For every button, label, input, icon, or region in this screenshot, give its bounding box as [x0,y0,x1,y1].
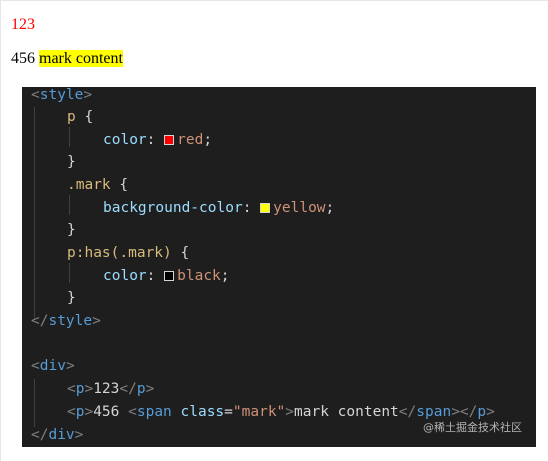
code-token: class [180,404,225,420]
indent-guide [69,263,70,283]
black-color-swatch-icon[interactable] [164,271,175,281]
code-token: div [39,358,66,374]
indent-guide [34,379,35,427]
code-line: } [67,288,76,308]
code-token: < [31,87,40,103]
page-top-border [0,0,548,1]
code-token: } [67,222,76,238]
code-token: 456 [93,404,129,420]
code-token: 123 [93,381,120,397]
code-line: background-color: yellow; [103,198,334,218]
code-token: p [75,381,85,397]
code-line: color: black; [103,266,230,286]
code-line: } [67,220,76,240]
code-token: < [67,404,76,420]
code-token: p [477,404,487,420]
code-line: <style> [31,87,92,105]
code-token: ; [325,200,335,216]
indent-guide [34,107,35,319]
code-token: </ [31,427,49,443]
yellow-color-swatch-icon[interactable] [260,203,271,213]
watermark: @稀土掘金技术社区 [423,421,522,434]
code-token: > [486,404,495,420]
code-token: ; [203,132,213,148]
code-token: > [451,404,460,420]
code-token: color [103,132,147,148]
code-token: = [224,404,233,420]
page-left-border [0,0,1,461]
code-token: > [285,404,295,420]
indent-guide [69,195,70,215]
rendered-mark-span: mark content [39,50,123,67]
rendered-paragraph-1-text: 123 [11,16,35,33]
code-token: p [67,109,76,125]
code-token: > [74,427,84,443]
code-token: > [92,313,101,329]
code-token: { [75,109,94,125]
code-token: span [416,404,452,420]
code-line: color: red; [103,130,212,150]
indent-guide [69,127,70,147]
code-line: <div> [31,356,75,376]
code-token: > [145,381,155,397]
code-token: < [67,381,76,397]
code-line: p { [67,107,93,127]
code-token: .mark [67,177,111,193]
code-line: <p>456 <span class="mark">mark content</… [67,402,495,422]
code-token: style [48,313,93,329]
code-token: "mark" [232,404,286,420]
code-token: yellow [273,200,326,216]
code-token: </ [31,313,49,329]
code-token: > [83,87,93,103]
code-token: p:has(.mark) [67,245,172,261]
code-token: </ [459,404,478,420]
code-token: red [177,132,204,148]
code-token: < [31,358,40,374]
code-block: <style> p { color: red; } .mark { backgr… [22,87,536,447]
rendered-paragraph-2-text: 456 [11,50,39,67]
code-token: > [84,381,94,397]
code-token: < [128,404,137,420]
code-token: mark content [294,404,399,420]
code-token: background-color [103,200,243,216]
code-token: color [103,268,147,284]
rendered-paragraph-2: 456 mark content [11,49,123,69]
code-line: .mark { [67,175,128,195]
code-token: : [146,132,165,148]
code-token: </ [119,381,137,397]
code-token: } [67,154,76,170]
code-token: } [67,290,76,306]
code-token: </ [398,404,417,420]
code-token: span [136,404,172,420]
code-line: <p>123</p> [67,379,154,399]
code-line: p:has(.mark) { [67,243,189,263]
code-token: style [39,87,84,103]
code-token: { [171,245,190,261]
code-line: </div> [31,425,83,445]
code-token: div [48,427,75,443]
rendered-paragraph-1: 123 [11,15,35,35]
code-token: : [242,200,261,216]
code-token: black [177,268,221,284]
red-color-swatch-icon[interactable] [164,135,175,145]
code-token: p [75,404,85,420]
code-line: </style> [31,311,101,331]
code-token: ; [220,268,230,284]
code-line: } [67,152,76,172]
code-token: : [146,268,165,284]
code-token: > [65,358,75,374]
code-token: { [110,177,129,193]
code-token: p [136,381,146,397]
code-token: > [84,404,94,420]
